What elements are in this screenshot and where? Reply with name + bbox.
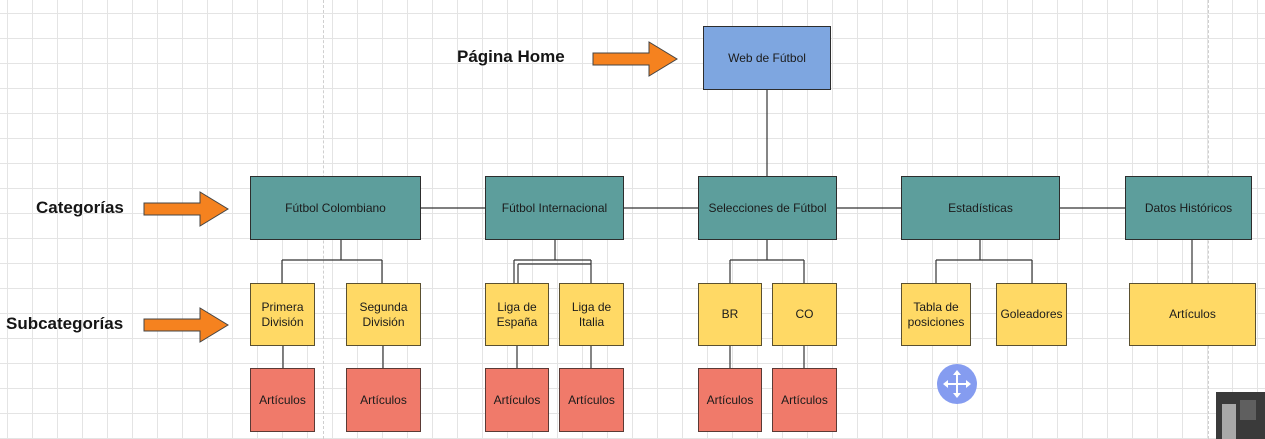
- node-co[interactable]: CO: [772, 283, 837, 346]
- label-categories: Categorías: [36, 198, 124, 217]
- node-web-de-futbol[interactable]: Web de Fútbol: [703, 26, 831, 90]
- node-selecciones-de-futbol[interactable]: Selecciones de Fútbol: [698, 176, 837, 240]
- node-br[interactable]: BR: [698, 283, 762, 346]
- node-primera-division[interactable]: Primera División: [250, 283, 315, 346]
- node-articulos-primera[interactable]: Artículos: [250, 368, 315, 432]
- node-articulos-co[interactable]: Artículos: [772, 368, 837, 432]
- node-futbol-colombiano[interactable]: Fútbol Colombiano: [250, 176, 421, 240]
- label-subcategories: Subcategorías: [6, 314, 124, 333]
- node-datos-historicos[interactable]: Datos Históricos: [1125, 176, 1252, 240]
- node-liga-de-espana[interactable]: Liga de España: [485, 283, 549, 346]
- webcam-thumbnail: [1216, 392, 1265, 439]
- arrow-right-icon: [592, 41, 678, 77]
- node-segunda-division[interactable]: Segunda División: [346, 283, 421, 346]
- move-icon[interactable]: [937, 364, 977, 404]
- arrow-right-icon: [143, 191, 229, 227]
- node-articulos-segunda[interactable]: Artículos: [346, 368, 421, 432]
- node-liga-de-italia[interactable]: Liga de Italia: [559, 283, 624, 346]
- node-articulos-br[interactable]: Artículos: [698, 368, 762, 432]
- arrow-right-icon: [143, 307, 229, 343]
- node-goleadores[interactable]: Goleadores: [996, 283, 1067, 346]
- label-home: Página Home: [457, 47, 565, 66]
- node-tabla-de-posiciones[interactable]: Tabla de posiciones: [901, 283, 971, 346]
- node-articulos-italia[interactable]: Artículos: [559, 368, 624, 432]
- node-articulos-historicos[interactable]: Artículos: [1129, 283, 1256, 346]
- node-estadisticas[interactable]: Estadísticas: [901, 176, 1060, 240]
- node-articulos-espana[interactable]: Artículos: [485, 368, 549, 432]
- node-futbol-internacional[interactable]: Fútbol Internacional: [485, 176, 624, 240]
